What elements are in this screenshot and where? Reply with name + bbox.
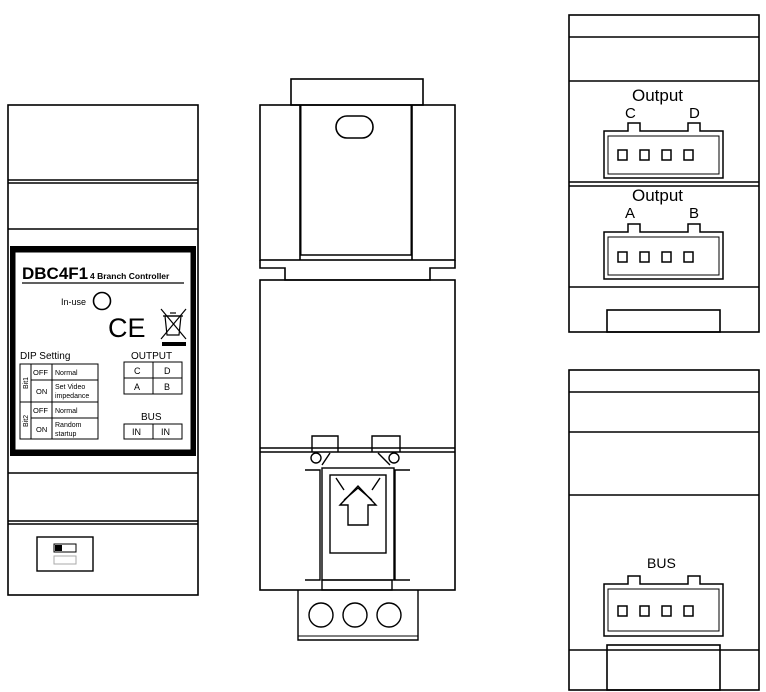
dip-bit2-off-state: OFF — [33, 406, 48, 415]
bus-table-title: BUS — [141, 412, 162, 423]
dip-switch — [36, 536, 94, 572]
ce-mark-icon: CE — [108, 313, 146, 343]
dip-bit2-label: Bit2 — [23, 415, 30, 427]
output-cell-a: A — [134, 382, 140, 392]
crossed-out-bin-icon — [160, 308, 187, 346]
front-housing-outline — [7, 104, 199, 596]
output-cd-title: Output — [632, 86, 683, 105]
top-view: Output C D Output A B — [568, 14, 760, 333]
din-clip — [297, 435, 419, 641]
model-description: 4 Branch Controller — [90, 271, 170, 281]
side-view — [259, 78, 456, 641]
in-use-label: In-use — [61, 297, 86, 307]
output-cd-connector — [603, 122, 724, 179]
dip-bit1-on-state: ON — [36, 387, 47, 396]
dip-bit1-label: Bit1 — [23, 377, 30, 389]
dip-bit2-off-desc: Normal — [55, 408, 78, 415]
output-ab-title: Output — [632, 186, 683, 205]
output-table-title: OUTPUT — [131, 351, 172, 362]
top-tab — [606, 309, 721, 333]
label-panel — [14, 251, 192, 451]
bottom-housing-outline — [568, 369, 760, 691]
bus-table — [123, 423, 183, 440]
output-pin-a-label: A — [625, 205, 635, 222]
output-pin-b-label: B — [689, 205, 699, 222]
side-lower-body — [259, 279, 456, 591]
output-cell-b: B — [164, 382, 170, 392]
side-upper-body — [259, 104, 456, 261]
dip-bit1-off-state: OFF — [33, 368, 48, 377]
bus-cell-in-1: IN — [132, 427, 141, 437]
bus-cell-in-2: IN — [161, 427, 170, 437]
output-cell-d: D — [164, 366, 171, 376]
bottom-tab — [606, 644, 721, 691]
output-pin-c-label: C — [625, 105, 636, 122]
dip-setting-table — [19, 363, 99, 440]
dip-bit2-on-desc-line1: Random — [55, 422, 82, 429]
dip-bit2-on-state: ON — [36, 425, 47, 434]
dip-bit1-off-desc: Normal — [55, 370, 78, 377]
bus-connector — [603, 575, 724, 637]
side-top-tab — [290, 78, 424, 106]
output-table — [123, 361, 183, 395]
in-use-led-icon — [92, 291, 112, 311]
model-name: DBC4F1 — [22, 264, 88, 283]
output-ab-connector — [603, 223, 724, 280]
output-pin-d-label: D — [689, 105, 700, 122]
dip-setting-title: DIP Setting — [20, 351, 70, 362]
dip-bit1-on-desc-line1: Set Video — [55, 384, 85, 391]
front-view: DBC4F1 4 Branch Controller In-use CE DIP… — [7, 104, 199, 596]
output-cell-c: C — [134, 366, 141, 376]
bus-connector-title: BUS — [647, 555, 676, 571]
dip-bit1-on-desc-line2: impedance — [55, 393, 89, 400]
bottom-view: BUS — [568, 369, 760, 691]
side-slot-hole — [335, 115, 374, 139]
dip-bit2-on-desc-line2: startup — [55, 431, 77, 438]
